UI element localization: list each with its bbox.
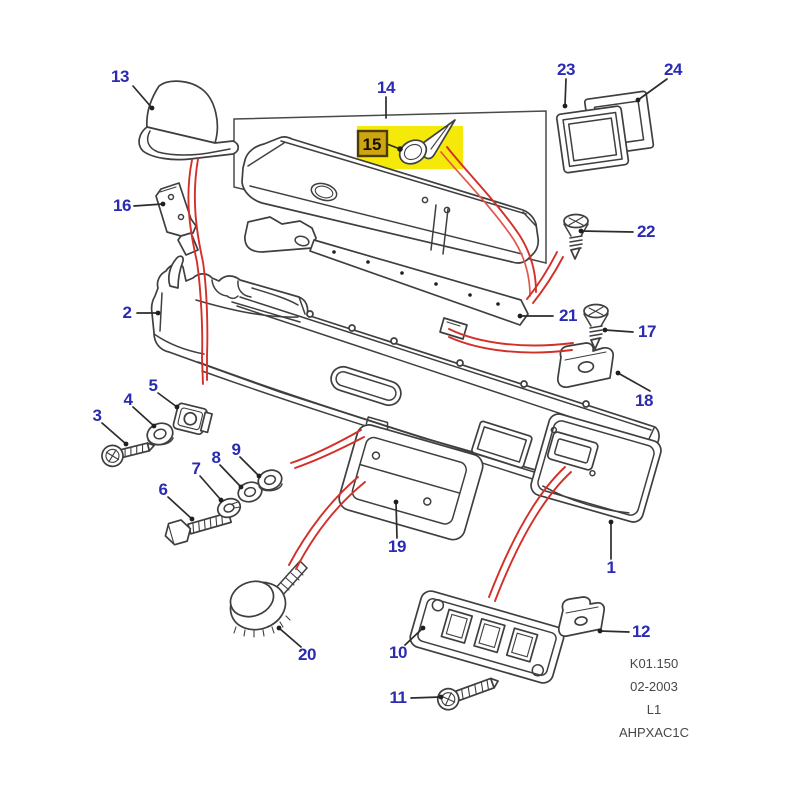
part-label-15[interactable]: 15 [363,135,382,154]
part-13-cowl [138,80,240,161]
part-label-8[interactable]: 8 [211,448,221,467]
part-label-21[interactable]: 21 [559,306,577,325]
part-label-6[interactable]: 6 [158,480,168,499]
clip-nut-5 [172,402,213,436]
part-label-7[interactable]: 7 [191,459,201,478]
catalog-code-line: K01.150 [629,656,679,671]
part-label-11[interactable]: 11 [389,688,407,707]
clip-18 [557,342,614,388]
clip-12 [557,596,606,637]
assembly-box-14 [233,110,547,264]
catalog-code-line: L1 [646,702,662,717]
screw-11 [436,677,499,711]
part-19-glovebox-lid [338,416,484,541]
lock-washer-7 [216,497,242,519]
part-label-4[interactable]: 4 [123,390,133,409]
part-label-14[interactable]: 14 [377,78,395,97]
part-label-20[interactable]: 20 [298,645,316,664]
part-15-push-pin [398,119,456,165]
screw-17 [583,303,609,350]
part-label-10[interactable]: 10 [389,643,407,662]
locator-curves [187,146,574,602]
part-label-3[interactable]: 3 [92,406,102,425]
catalog-code-line: AHPXAC1C [618,725,690,740]
part-label-5[interactable]: 5 [148,376,158,395]
part-label-24[interactable]: 24 [664,60,682,79]
screw-3 [101,442,156,468]
leader-lines [101,78,668,700]
catalog-code-line: 02-2003 [630,679,678,694]
screw-22 [563,213,589,260]
part-21-gasket-strip [244,216,529,326]
part-label-18[interactable]: 18 [635,391,653,410]
part-label-12[interactable]: 12 [632,622,650,641]
part-label-15-chip[interactable]: 15 [356,129,389,158]
part-label-9[interactable]: 9 [231,440,241,459]
part-14-top-panel [241,136,540,264]
part-10-switch-panel [409,590,565,684]
part-1-end-panel [530,413,662,523]
part-16-bracket [155,182,199,256]
washer-8 [237,481,263,503]
part-label-13[interactable]: 13 [111,67,129,86]
part-23-frame [555,105,630,174]
part-label-23[interactable]: 23 [557,60,575,79]
part-label-17[interactable]: 17 [638,322,656,341]
part-label-1[interactable]: 1 [606,558,616,577]
catalog-info-block: K01.150 02-2003 L1 AHPXAC1C [596,652,712,744]
part-label-22[interactable]: 22 [637,222,655,241]
washer-4 [146,422,174,446]
part-label-2[interactable]: 2 [122,303,132,322]
part-label-16[interactable]: 16 [113,196,131,215]
bush-9 [257,469,283,492]
bolt-6 [164,511,233,546]
part-label-19[interactable]: 19 [388,537,406,556]
thumbscrew-20 [229,560,308,638]
